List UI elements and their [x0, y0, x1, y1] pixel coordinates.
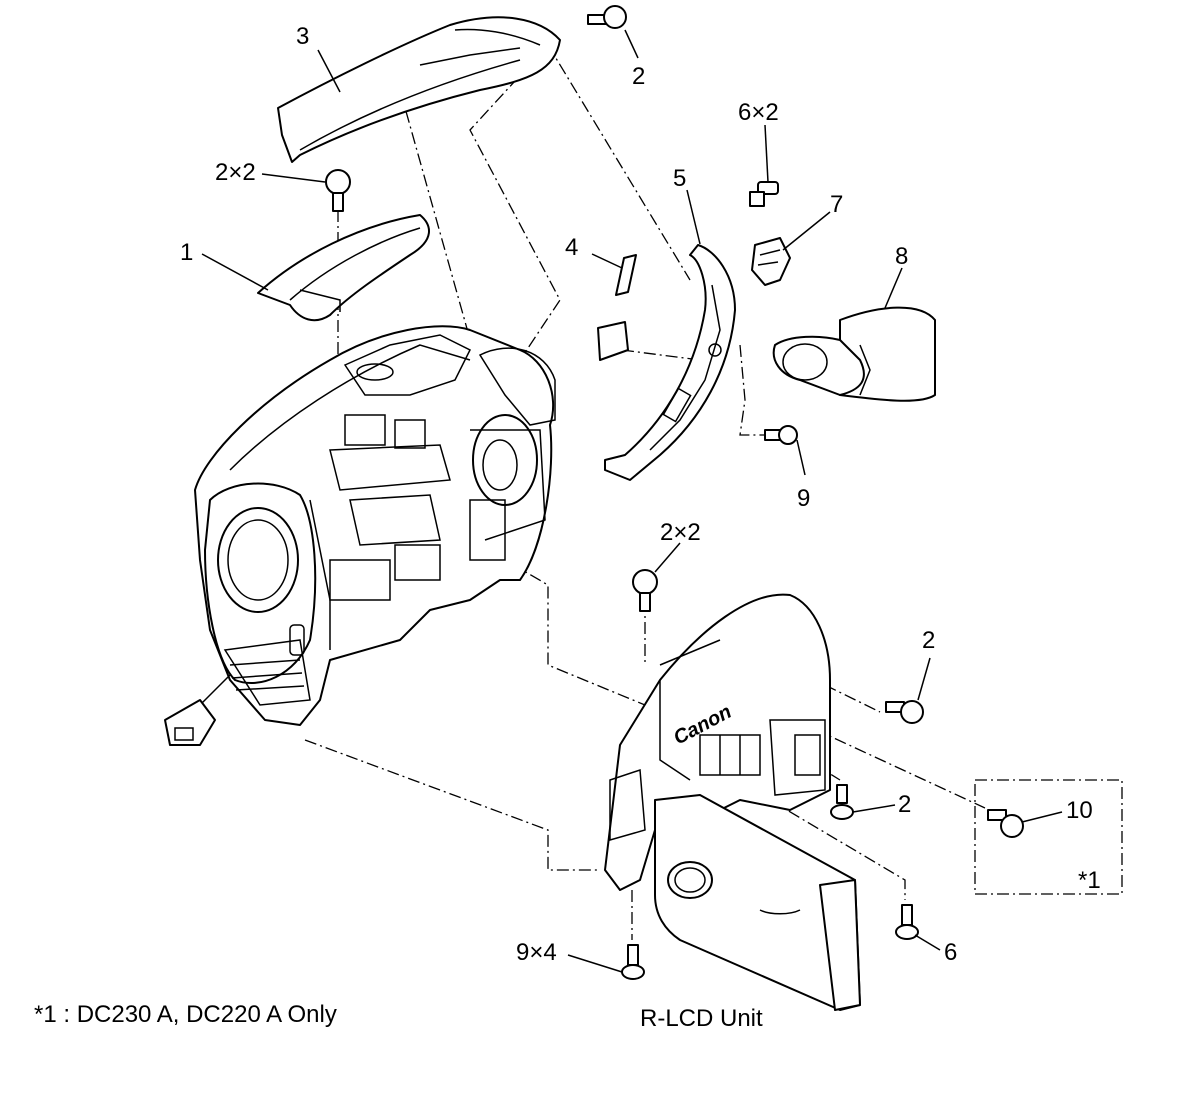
part-5-curved-frame — [604, 244, 736, 481]
callout-2-top: 2 — [632, 63, 645, 90]
screw-2-lower — [830, 784, 854, 820]
screw-9 — [764, 425, 798, 445]
camcorder-main-body — [164, 325, 556, 746]
callout-2-lower: 2 — [898, 791, 911, 818]
screw-2-right — [885, 700, 924, 724]
part-8-grip-belt — [772, 306, 936, 402]
callout-note-mark: *1 — [1078, 867, 1101, 894]
callout-8: 8 — [895, 243, 908, 270]
screw-2-top — [587, 5, 627, 29]
unit-caption: R-LCD Unit — [640, 1005, 763, 1032]
callout-5: 5 — [673, 165, 686, 192]
screw-2x2-left — [325, 169, 351, 212]
callout-4: 4 — [565, 234, 578, 261]
screw-9x4 — [621, 944, 645, 980]
callout-2x2-lower: 2×2 — [660, 519, 701, 546]
part-7-clip — [751, 237, 791, 286]
r-lcd-unit: Canon — [604, 593, 861, 1011]
callout-6: 6 — [944, 939, 957, 966]
callout-7: 7 — [830, 191, 843, 218]
callout-labels: 3 2 2×2 1 4 5 6×2 7 8 9 2×2 2 2 10 *1 6 … — [180, 23, 1101, 966]
part-4-shaft — [597, 254, 637, 361]
callout-3: 3 — [296, 23, 309, 50]
part-3-top-cover — [277, 16, 561, 163]
callout-1: 1 — [180, 239, 193, 266]
callout-2x2-left: 2×2 — [215, 159, 256, 186]
screw-2x2-lower — [632, 569, 658, 612]
screw-6x2 — [749, 181, 779, 207]
screw-6 — [895, 904, 919, 940]
callout-9x4: 9×4 — [516, 939, 557, 966]
screws — [325, 5, 1024, 980]
footnote-caption: *1 : DC230 A, DC220 A Only — [34, 1001, 337, 1028]
part-1-front-cover — [257, 214, 430, 322]
callout-6x2: 6×2 — [738, 99, 779, 126]
leader-lines — [201, 29, 1063, 973]
option-box — [974, 779, 1123, 895]
callout-10: 10 — [1066, 797, 1093, 824]
callout-2-right: 2 — [922, 627, 935, 654]
callout-9: 9 — [797, 485, 810, 512]
screw-10 — [987, 809, 1024, 838]
